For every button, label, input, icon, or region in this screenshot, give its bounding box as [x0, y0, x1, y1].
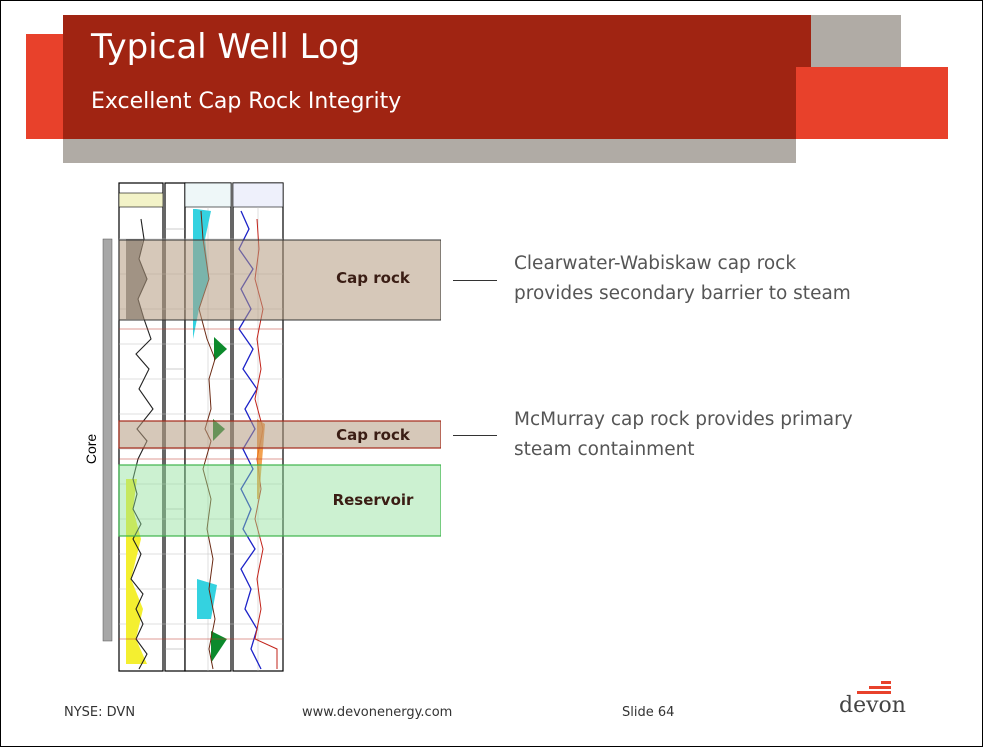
callout-upper-leader — [453, 280, 497, 281]
slide-title: Typical Well Log — [91, 27, 361, 67]
logo-bar-mid — [869, 686, 891, 689]
gamma-fill-yellow — [126, 479, 147, 664]
callout-upper-line-2: provides secondary barrier to steam — [514, 283, 851, 304]
callout-lower: McMurray cap rock provides primary steam… — [514, 405, 853, 465]
callout-upper-line-1: Clearwater-Wabiskaw cap rock — [514, 253, 797, 274]
devon-logo: devon — [839, 679, 906, 719]
track-header-resistivity — [232, 182, 284, 208]
callout-lower-line-1: McMurray cap rock provides primary — [514, 409, 853, 430]
cap-rock-upper-box: Cap rock — [118, 239, 441, 321]
reservoir-label: Reservoir — [333, 491, 414, 509]
header-gray-block — [811, 15, 901, 67]
footer-ticker: NYSE: DVN — [64, 705, 136, 720]
cap-rock-upper-label: Cap rock — [336, 269, 411, 287]
cap-rock-lower-box: Cap rock — [118, 420, 441, 449]
callout-lower-line-2: steam containment — [514, 439, 695, 460]
footer-website: www.devonenergy.com — [302, 705, 453, 720]
slide-subtitle: Excellent Cap Rock Integrity — [91, 89, 402, 114]
logo-bar-top — [881, 681, 891, 684]
core-label: Core — [83, 434, 99, 465]
callout-upper: Clearwater-Wabiskaw cap rock provides se… — [514, 249, 851, 309]
header-band — [63, 15, 811, 139]
porosity-fill-green-1 — [214, 337, 227, 361]
track-header-porosity — [184, 182, 232, 208]
header-accent-left — [26, 34, 63, 139]
core-bar — [102, 238, 113, 642]
cap-rock-lower-label: Cap rock — [336, 426, 411, 444]
well-log-figure: Core — [83, 182, 441, 672]
footer-slide-number: Slide 64 — [622, 705, 675, 720]
track-header-gamma — [118, 192, 164, 208]
reservoir-box: Reservoir — [118, 464, 441, 537]
header-gray-bar — [63, 139, 796, 163]
logo-bar-bottom — [857, 691, 891, 694]
logo-text: devon — [839, 693, 906, 718]
porosity-fill-cyan-2 — [197, 579, 217, 619]
formation-tops — [119, 328, 283, 640]
callout-lower-leader — [453, 435, 497, 436]
header-accent-right — [796, 67, 948, 139]
depth-ticks — [165, 228, 185, 650]
